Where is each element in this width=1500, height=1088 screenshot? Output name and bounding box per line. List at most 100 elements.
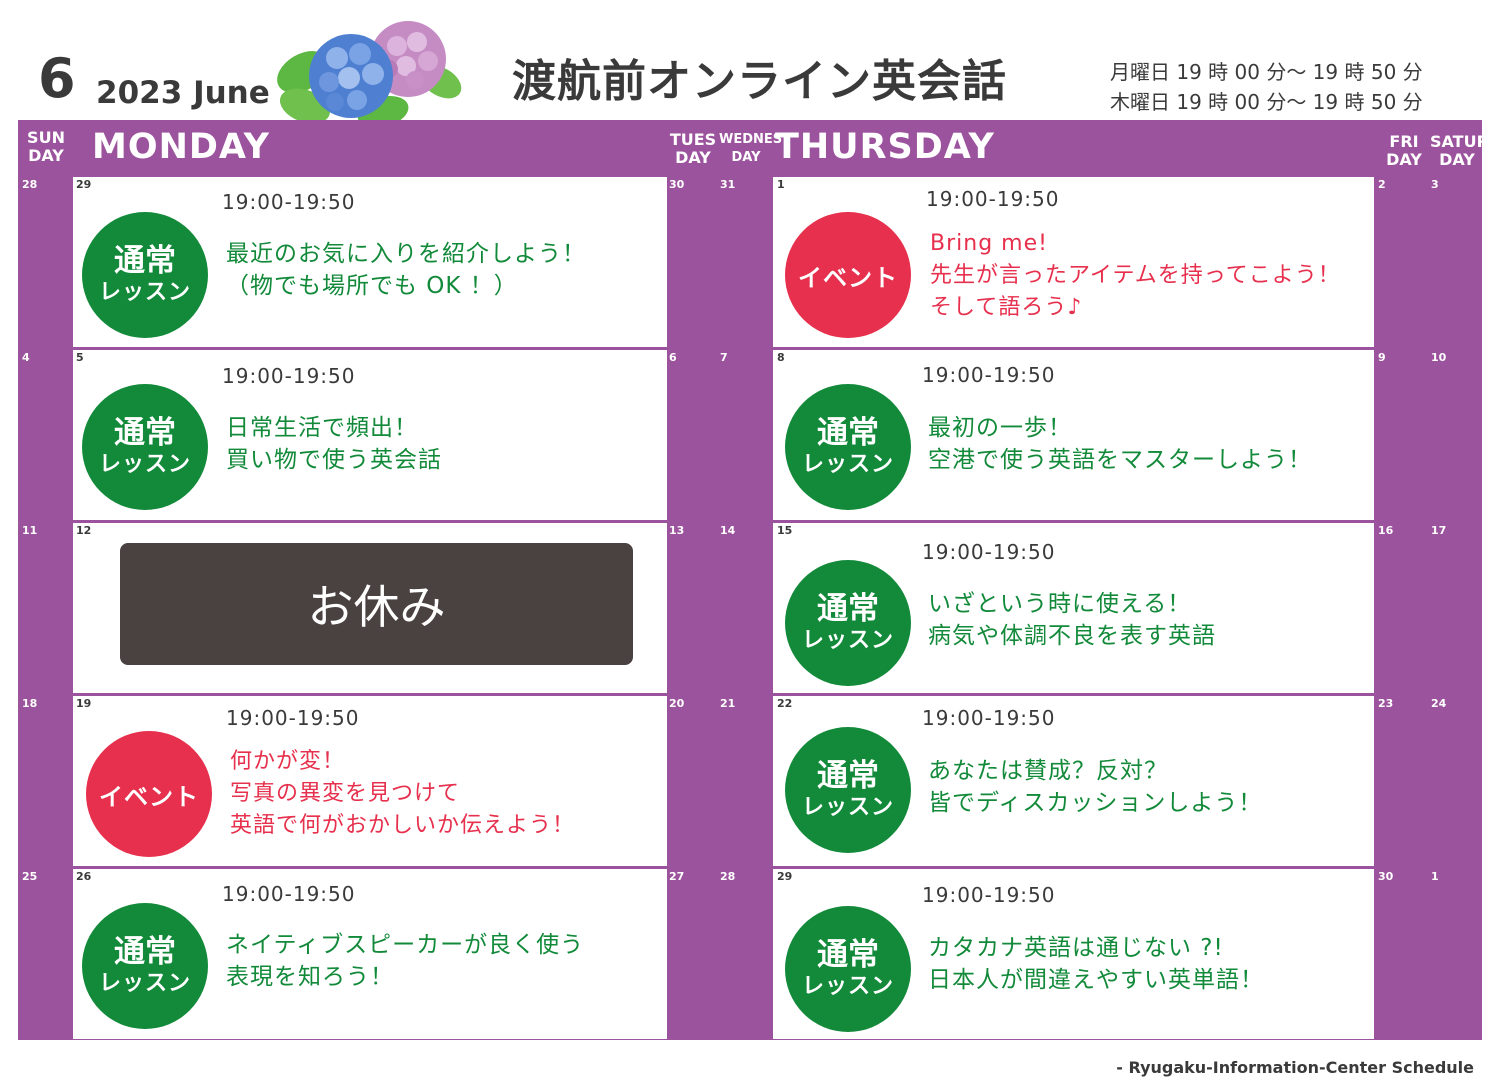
lesson-time: 19:00-19:50 — [226, 706, 360, 730]
date-number: 5 — [76, 351, 84, 364]
date-number: 27 — [669, 870, 685, 883]
badge-line2: レッスン — [98, 452, 191, 477]
date-number: 30 — [1378, 870, 1394, 883]
lesson-line: 表現を知ろう！ — [226, 964, 394, 990]
day-header-saturday-l2: DAY — [1439, 150, 1475, 169]
lesson-time: 19:00-19:50 — [922, 363, 1056, 387]
badge-event-label: イベント — [99, 782, 199, 811]
lesson-description: Bring me! 先生が言ったアイテムを持ってこよう！ そして語ろう♪ — [930, 228, 1341, 324]
date-number: 9 — [1378, 351, 1386, 364]
day-header-tuesday-l2: DAY — [675, 148, 711, 167]
lesson-description: 日常生活で頻出！ 買い物で使う英会話 — [226, 412, 442, 476]
date-number: 6 — [669, 351, 677, 364]
event-badge: イベント — [785, 212, 911, 338]
lesson-line: 最初の一歩！ — [928, 415, 1072, 441]
lesson-line: 先生が言ったアイテムを持ってこよう！ — [930, 263, 1341, 288]
date-number: 30 — [669, 178, 685, 191]
lesson-time: 19:00-19:50 — [222, 364, 356, 388]
badge-line2: レッスン — [801, 974, 894, 999]
badge-line2: レッスン — [98, 280, 191, 305]
regular-lesson-badge: 通常 レッスン — [785, 906, 911, 1032]
badge-line1: 通常 — [817, 758, 879, 794]
lesson-line: 最近のお気に入りを紹介しよう！ — [226, 241, 586, 267]
date-number: 8 — [777, 351, 785, 364]
badge-line1: 通常 — [114, 415, 176, 451]
date-number: 20 — [669, 697, 685, 710]
regular-lesson-badge: 通常 レッスン — [82, 212, 208, 338]
lesson-line: （物でも場所でも OK ！） — [226, 273, 518, 299]
badge-line1: 通常 — [114, 243, 176, 279]
day-header-thursday: THURSDAY — [775, 127, 995, 167]
badge-line1: 通常 — [114, 934, 176, 970]
schedule-monday: 月曜日 19 時 00 分〜 19 時 50 分 — [1110, 60, 1423, 84]
date-number: 1 — [1431, 870, 1439, 883]
date-number: 28 — [22, 178, 38, 191]
badge-line2: レッスン — [98, 971, 191, 996]
lesson-line: 写真の異変を見つけて — [230, 781, 461, 806]
date-number: 24 — [1431, 697, 1447, 710]
day-header-sunday: SUN DAY — [20, 129, 72, 165]
lesson-description: 最初の一歩！ 空港で使う英語をマスターしよう！ — [928, 412, 1312, 476]
lesson-line: そして語ろう♪ — [930, 295, 1083, 320]
regular-lesson-badge: 通常 レッスン — [785, 384, 911, 510]
lesson-line: カタカナ英語は通じない ?! — [928, 935, 1224, 961]
lesson-description: 最近のお気に入りを紹介しよう！ （物でも場所でも OK ！） — [226, 238, 586, 302]
day-header-monday: MONDAY — [92, 127, 271, 167]
date-number: 21 — [720, 697, 736, 710]
lesson-line: ネイティブスピーカーが良く使う — [226, 932, 585, 958]
regular-lesson-badge: 通常 レッスン — [785, 560, 911, 686]
footer-credit: - Ryugaku-Information-Center Schedule — [1116, 1058, 1474, 1077]
lesson-line: 病気や体調不良を表す英語 — [928, 623, 1216, 649]
lesson-line: 皆でディスカッションしよう！ — [928, 790, 1263, 816]
date-number: 15 — [777, 524, 793, 537]
day-header-sunday-l1: SUN — [27, 128, 65, 147]
schedule-info: 月曜日 19 時 00 分〜 19 時 50 分 木曜日 19 時 00 分〜 … — [1110, 57, 1423, 117]
date-number: 22 — [777, 697, 793, 710]
regular-lesson-badge: 通常 レッスン — [82, 384, 208, 510]
day-header-friday-l2: DAY — [1386, 150, 1422, 169]
date-number: 29 — [76, 178, 92, 191]
date-number: 3 — [1431, 178, 1439, 191]
lesson-line: あなたは賛成？反対？ — [928, 758, 1168, 784]
lesson-time: 19:00-19:50 — [926, 187, 1060, 211]
lesson-description: あなたは賛成？反対？ 皆でディスカッションしよう！ — [928, 755, 1262, 819]
regular-lesson-badge: 通常 レッスン — [82, 903, 208, 1029]
lesson-line: いざという時に使える！ — [928, 591, 1192, 617]
day-header-wednesday: WEDNES DAY — [719, 131, 783, 167]
date-number: 13 — [669, 524, 685, 537]
day-header-saturday-l1: SATUR — [1430, 132, 1489, 151]
date-number: 31 — [720, 178, 736, 191]
day-header-sunday-l2: DAY — [28, 146, 64, 165]
date-number: 4 — [22, 351, 30, 364]
day-header-friday-l1: FRI — [1389, 132, 1419, 151]
day-header-saturday: SATUR DAY — [1430, 132, 1489, 169]
date-number: 14 — [720, 524, 736, 537]
date-number: 12 — [76, 524, 92, 537]
hydrangea-illustration — [277, 21, 462, 128]
page-title: 渡航前オンライン英会話 — [512, 56, 1007, 107]
month-label: 2023 June — [96, 75, 270, 111]
lesson-time: 19:00-19:50 — [922, 540, 1056, 564]
lesson-description: ネイティブスピーカーが良く使う 表現を知ろう！ — [226, 929, 584, 993]
day-header-tuesday-l1: TUES — [669, 130, 717, 149]
date-number: 16 — [1378, 524, 1394, 537]
badge-line2: レッスン — [801, 795, 894, 820]
date-number: 28 — [720, 870, 736, 883]
regular-lesson-badge: 通常 レッスン — [785, 727, 911, 853]
event-badge: イベント — [86, 731, 212, 857]
date-number: 26 — [76, 870, 92, 883]
holiday-banner: お休み — [120, 543, 633, 665]
badge-line2: レッスン — [801, 452, 894, 477]
lesson-time: 19:00-19:50 — [222, 190, 356, 214]
lesson-line: Bring me! — [930, 231, 1048, 256]
lesson-line: 日本人が間違えやすい英単語！ — [928, 967, 1264, 993]
lesson-time: 19:00-19:50 — [922, 883, 1056, 907]
lesson-line: 買い物で使う英会話 — [226, 447, 442, 473]
date-number: 2 — [1378, 178, 1386, 191]
date-number: 1 — [777, 178, 785, 191]
badge-line1: 通常 — [817, 415, 879, 451]
date-number: 11 — [22, 524, 38, 537]
day-header-wednesday-l1: WEDNES — [719, 132, 783, 147]
date-number: 7 — [720, 351, 728, 364]
lesson-line: 空港で使う英語をマスターしよう！ — [928, 447, 1312, 473]
